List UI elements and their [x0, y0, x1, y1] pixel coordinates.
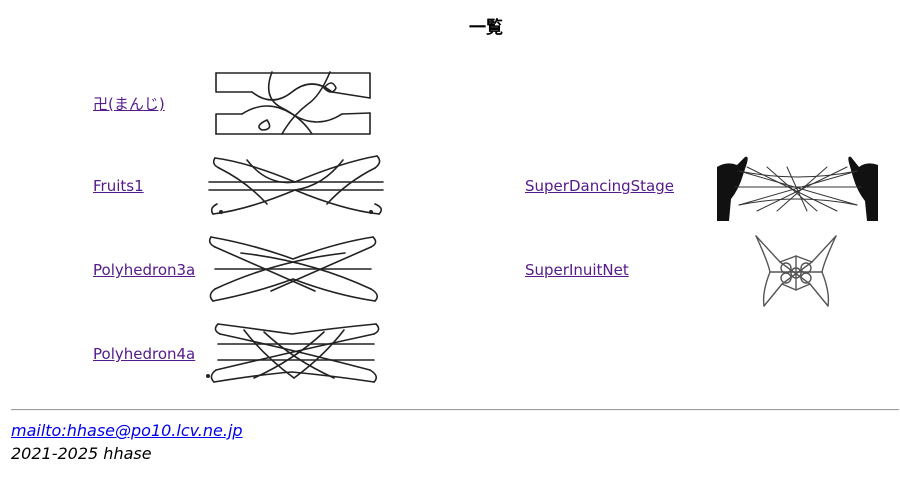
super-dancing-stage-photo-image[interactable] [717, 153, 878, 221]
polyhedron4a-string-figure-image[interactable] [204, 320, 382, 386]
link-super-dancing-stage[interactable]: SuperDancingStage [525, 177, 674, 195]
link-super-inuit-net[interactable]: SuperInuitNet [525, 261, 629, 279]
link-polyhedron3a[interactable]: Polyhedron3a [93, 261, 196, 279]
manji-string-figure-image[interactable] [212, 68, 374, 138]
footer-divider [11, 409, 899, 411]
link-polyhedron4a[interactable]: Polyhedron4a [93, 345, 196, 363]
page-title: 一覧 [469, 18, 503, 38]
mailto-link[interactable]: mailto:hhase@po10.lcv.ne.jp [11, 421, 243, 440]
fruits1-string-figure-image[interactable] [207, 152, 385, 220]
link-manji[interactable]: 卍(まんじ) [93, 95, 165, 113]
super-inuit-net-string-figure-image[interactable] [752, 232, 840, 310]
copyright-text: 2021-2025 hhase [11, 444, 152, 463]
link-fruits1[interactable]: Fruits1 [93, 177, 144, 195]
polyhedron3a-string-figure-image[interactable] [205, 233, 380, 307]
